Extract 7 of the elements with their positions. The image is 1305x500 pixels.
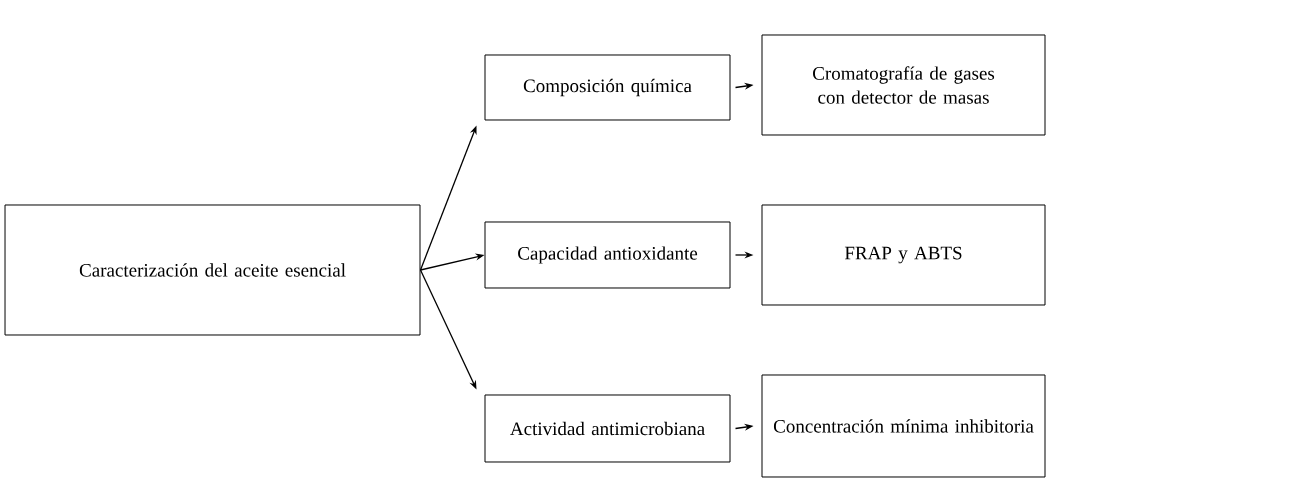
process-box: Actividad antimicrobiana xyxy=(484,394,731,463)
process-box: FRAP y ABTS xyxy=(761,204,1046,306)
process-box: Capacidad antioxidante xyxy=(484,221,731,289)
process-box: Caracterización del aceite esencial xyxy=(4,204,421,336)
process-box: Cromatografía de gases con detector de masas xyxy=(761,34,1046,136)
process-box: Concentración mínima inhibitoria xyxy=(761,374,1046,478)
process-box: Composición química xyxy=(484,54,731,121)
